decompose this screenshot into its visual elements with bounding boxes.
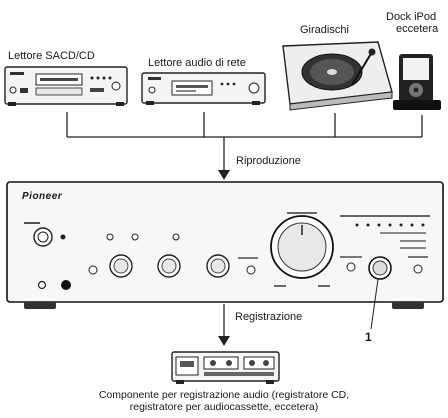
callout-number: 1 — [365, 330, 372, 344]
turntable-label: Giradischi — [300, 24, 349, 36]
recorder-illustration — [171, 351, 280, 384]
ipod-dock-illustration — [393, 54, 441, 110]
recording-label: Registrazione — [235, 311, 303, 323]
network-player-illustration — [141, 72, 266, 105]
amplifier-illustration — [6, 181, 444, 309]
playback-arrow — [218, 170, 230, 180]
network-player-label: Lettore audio di rete — [148, 57, 246, 69]
recorder-caption-line1: Componente per registrazione audio (regi… — [98, 389, 350, 401]
turntable-illustration — [282, 41, 393, 111]
playback-label: Riproduzione — [236, 155, 301, 167]
dock-label-line2: eccetera — [396, 23, 439, 35]
callout-leader-line — [370, 278, 379, 330]
sacd-cd-player-illustration — [4, 66, 128, 106]
sacd-cd-player-label: Lettore SACD/CD — [8, 50, 95, 62]
recording-connection-line — [218, 304, 230, 346]
recorder-caption-line2: registratore per audiocassette, eccetera… — [129, 401, 319, 413]
amplifier-brand-logo: Pioneer — [22, 191, 63, 202]
dock-label-line1: Dock iPod — [386, 11, 437, 23]
source-connection-lines — [66, 112, 423, 172]
